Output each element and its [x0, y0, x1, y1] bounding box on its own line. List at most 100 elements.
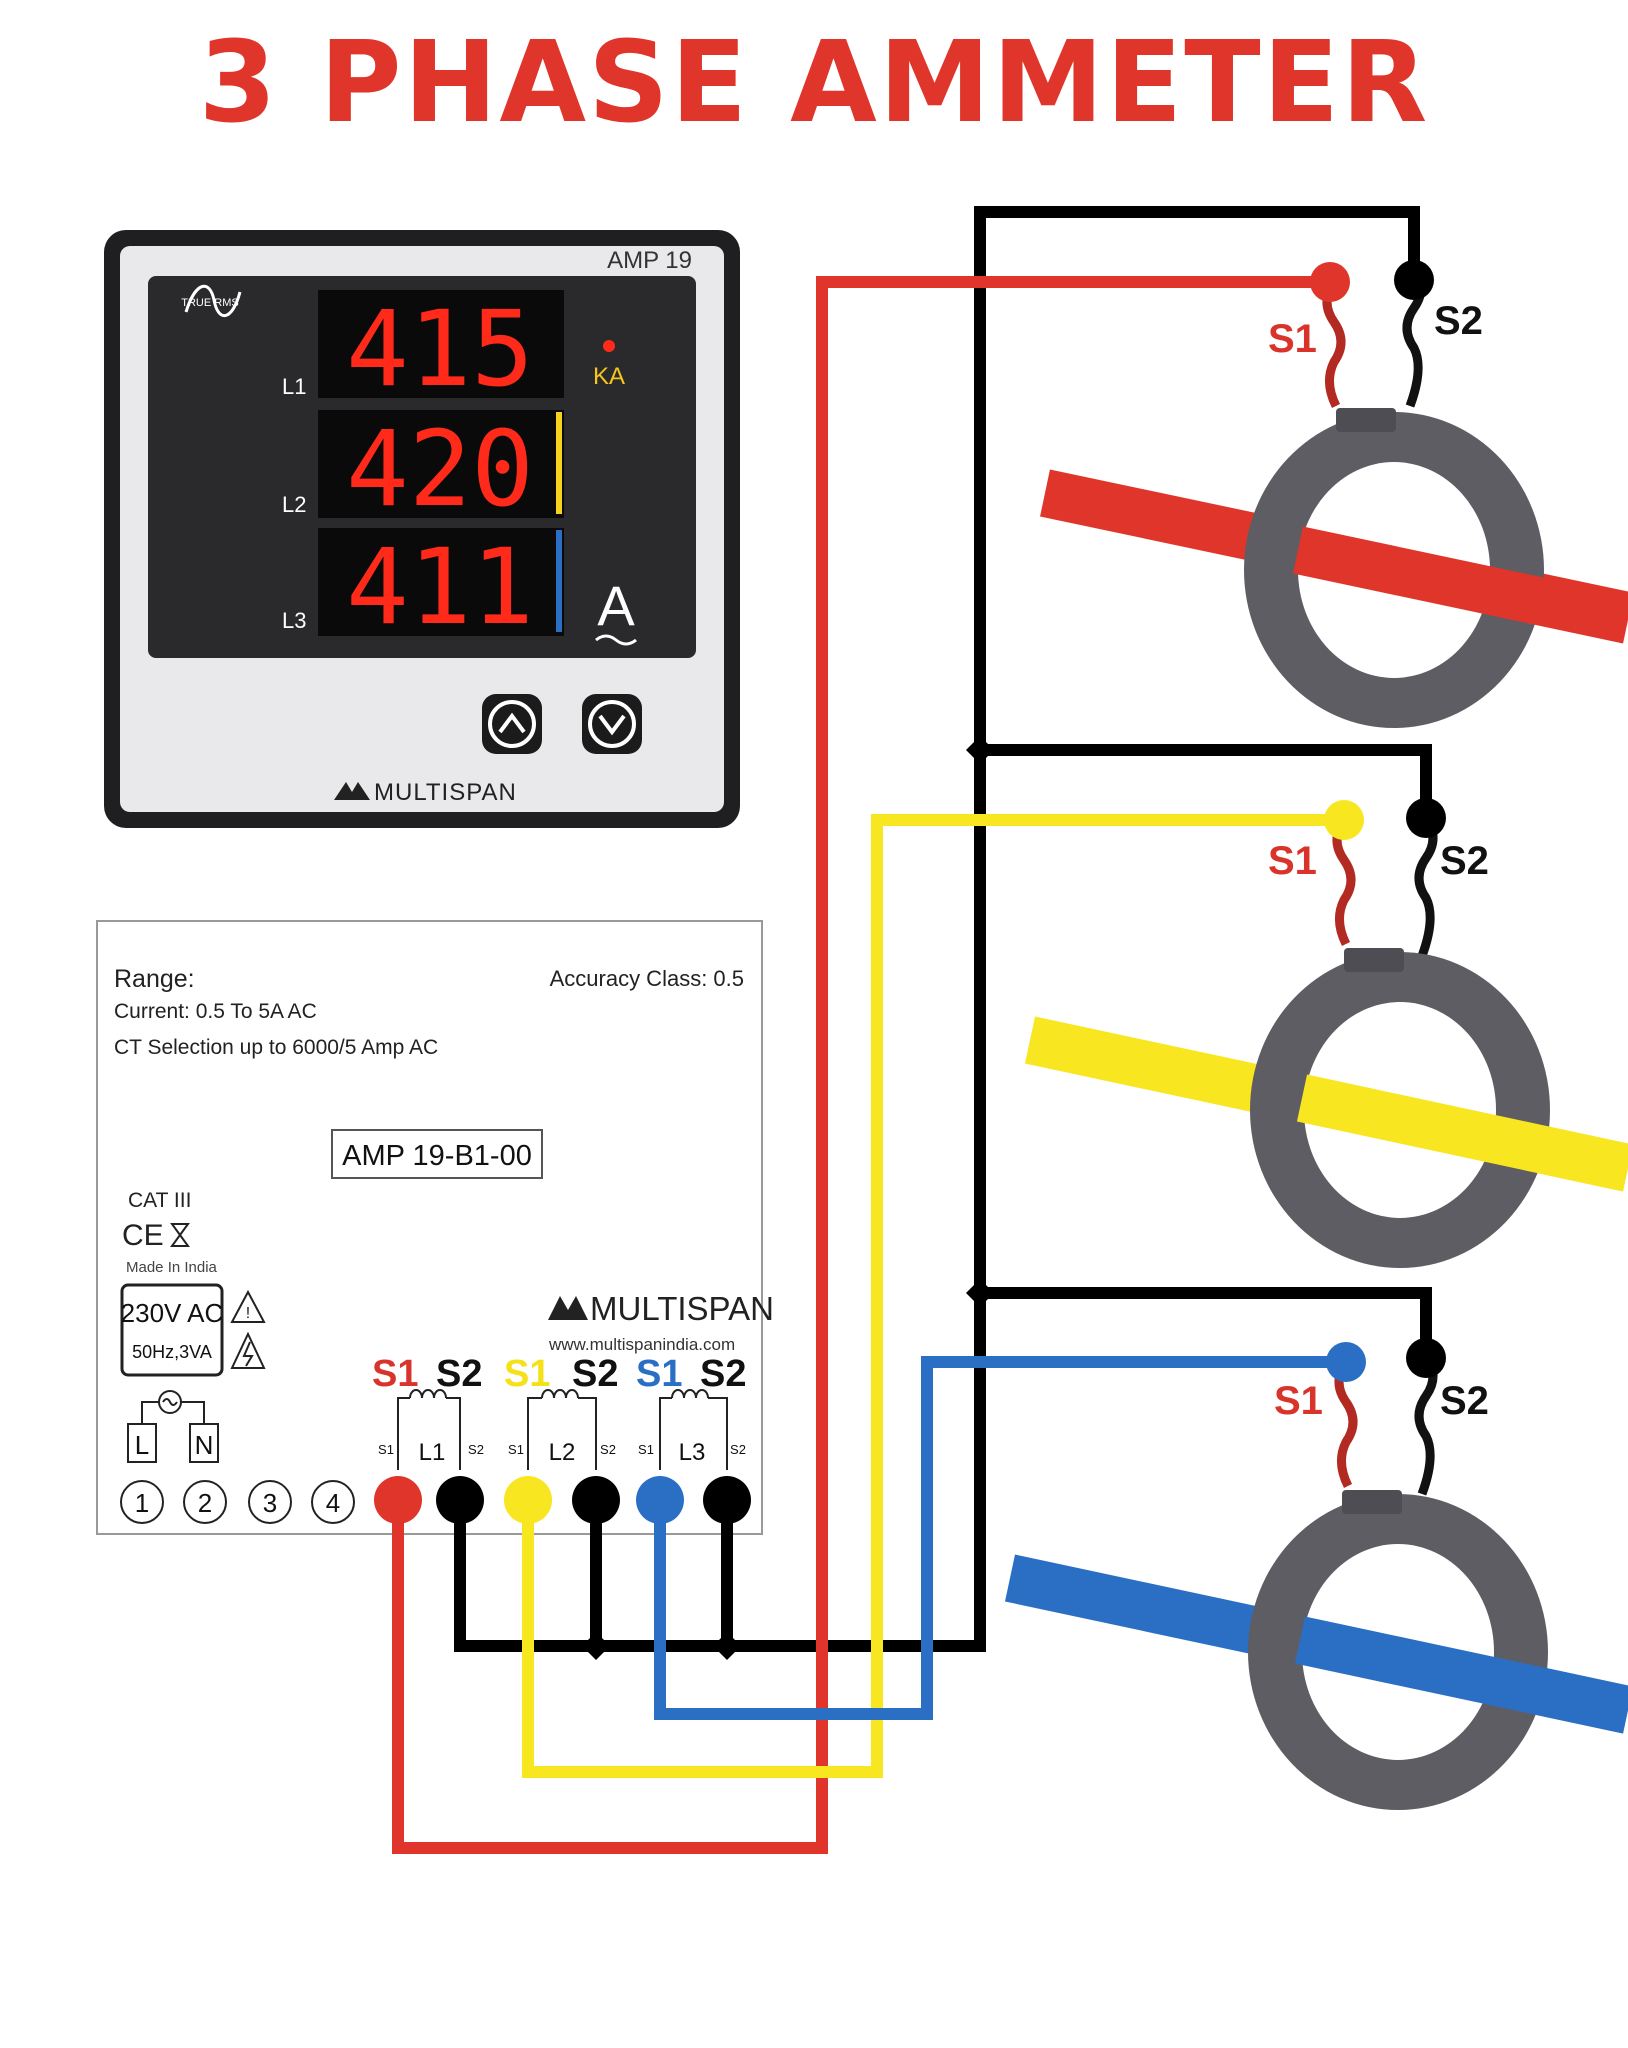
- terminal-n-box: [189, 1423, 219, 1463]
- l2-reading: 420: [346, 408, 534, 530]
- header-l2-s1: S1: [504, 1353, 550, 1395]
- blue-wire: [654, 1356, 1346, 1720]
- ka-indicator: KA: [593, 363, 625, 390]
- coil-l1-s2: S2: [468, 1442, 484, 1457]
- cat-rating: CAT III: [128, 1189, 191, 1212]
- l3-label: L3: [282, 608, 306, 633]
- ct3-s1-dot: [1326, 1342, 1366, 1382]
- black-wire-ct2: [980, 744, 1432, 818]
- coil-l3: L3 S1 S2: [638, 1389, 746, 1470]
- l1-reading: 415: [346, 288, 534, 410]
- terminal-4: 4: [326, 1488, 340, 1518]
- terminal-4-circle: [311, 1480, 355, 1524]
- ct1-terminal-block: [1336, 408, 1396, 432]
- terminal-3-circle: [248, 1480, 292, 1524]
- header-l3-s1: S1: [636, 1353, 682, 1395]
- ct1-s1-lead: [1322, 279, 1346, 409]
- terminal-2-circle: [183, 1480, 227, 1524]
- ct-selection: CT Selection up to 6000/5 Amp AC: [114, 1036, 438, 1059]
- coil-l2-s1: S1: [508, 1442, 524, 1457]
- svg-text:!: !: [246, 1305, 250, 1322]
- terminal-1: 1: [135, 1488, 149, 1518]
- meter-model-tag: AMP 19: [607, 247, 692, 274]
- display-row-l2: [318, 410, 564, 518]
- coil-l2: L2 S1 S2: [508, 1389, 616, 1470]
- true-rms-label: TRUE RMS: [181, 297, 238, 309]
- terminal-l3-s2: [703, 1476, 751, 1524]
- terminal-l-box: [127, 1423, 157, 1463]
- ka-led: [603, 340, 615, 352]
- display-row-l3: [318, 528, 564, 636]
- coil-l2-s2: S2: [600, 1442, 616, 1457]
- ac-wave-icon: [595, 634, 637, 646]
- red-wire: [392, 276, 1330, 1854]
- phase-indicator-blue: [556, 530, 562, 632]
- model-box: [331, 1129, 543, 1179]
- ct3-s2-dot: [1406, 1338, 1446, 1378]
- coil-symbols: L1 S1 S2 L2 S1 S2 L3 S1 S2: [378, 1389, 746, 1470]
- supply-frequency: 50Hz,3VA: [132, 1342, 212, 1362]
- terminal-l2-s1: [504, 1476, 552, 1524]
- ct2-s1-label: S1: [1268, 839, 1317, 883]
- hourglass-icon: [170, 1223, 190, 1247]
- ct3-s1-lead: [1334, 1359, 1358, 1489]
- true-rms-logo: TRUE RMS: [181, 284, 242, 318]
- down-button[interactable]: [582, 694, 642, 754]
- header-l1-s2: S2: [436, 1353, 482, 1395]
- header-l3-s2: S2: [700, 1353, 746, 1395]
- terminal-2: 2: [198, 1488, 212, 1518]
- model-number: AMP 19-B1-00: [342, 1140, 532, 1172]
- ct2-s1-dot: [1324, 800, 1364, 840]
- supply-box: [120, 1283, 224, 1377]
- label-multispan-logo-icon: [548, 1296, 588, 1320]
- ammeter-front-panel: AMP 19 TRUE RMS 415 420 411 L1 L2 L3 KA …: [104, 230, 740, 828]
- accuracy-class: Accuracy Class: 0.5: [550, 966, 744, 991]
- terminal-l: L: [135, 1430, 149, 1460]
- range-title: Range:: [114, 965, 195, 993]
- up-button[interactable]: [482, 694, 542, 754]
- website: www.multispanindia.com: [548, 1335, 735, 1354]
- ct-phase-red: S1 S2: [1040, 260, 1628, 728]
- multispan-logo-icon: [334, 782, 370, 800]
- made-in-india: Made In India: [126, 1259, 218, 1276]
- coil-l3-label: L3: [679, 1439, 706, 1466]
- terminal-l2-s2: [572, 1476, 620, 1524]
- wiring: [392, 206, 1432, 1854]
- supply-voltage: 230V AC: [121, 1298, 224, 1328]
- ct-phase-yellow: S1 S2: [1024, 798, 1628, 1268]
- ct-phase-blue: S1 S2: [1004, 1338, 1628, 1810]
- header-l2-s2: S2: [572, 1353, 618, 1395]
- terminal-dots: [374, 1476, 751, 1524]
- header-l1-s1: S1: [372, 1353, 418, 1395]
- page-title: 3 PHASE AMMETER: [198, 18, 1430, 148]
- terminal-1-circle: [120, 1480, 164, 1524]
- down-icon: [588, 700, 636, 748]
- coil-l3-s1: S1: [638, 1442, 654, 1457]
- terminal-numbers: 1 2 3 4: [120, 1480, 355, 1524]
- rear-label: Range: Current: 0.5 To 5A AC CT Selectio…: [96, 920, 774, 1535]
- terminal-n: N: [195, 1430, 214, 1460]
- yellow-wire: [522, 814, 1344, 1778]
- current-range: Current: 0.5 To 5A AC: [114, 1000, 317, 1023]
- red-busbar-through: [1293, 526, 1628, 644]
- amp-unit-symbol: A: [597, 574, 635, 637]
- yellow-busbar-through: [1296, 1074, 1628, 1192]
- ct1-s1-label: S1: [1268, 317, 1317, 361]
- l1-label: L1: [282, 374, 306, 399]
- ct2-s2-lead: [1414, 815, 1438, 958]
- label-brand: MULTISPAN: [590, 1290, 774, 1327]
- ct1-s2-dot: [1394, 260, 1434, 300]
- ct2-terminal-block: [1344, 948, 1404, 972]
- coil-l1: L1 S1 S2: [378, 1389, 484, 1470]
- ct3-s1-label: S1: [1274, 1379, 1323, 1423]
- ct3-s2-label: S2: [1440, 1379, 1489, 1423]
- up-icon: [488, 700, 536, 748]
- black-common-wire: [454, 206, 1420, 1652]
- terminal-3: 3: [263, 1488, 277, 1518]
- junction-4: [966, 1279, 994, 1307]
- ct2-s2-dot: [1406, 798, 1446, 838]
- meter-brand: MULTISPAN: [374, 779, 517, 806]
- ce-mark: CE: [122, 1219, 164, 1252]
- ct1-s2-label: S2: [1434, 299, 1483, 343]
